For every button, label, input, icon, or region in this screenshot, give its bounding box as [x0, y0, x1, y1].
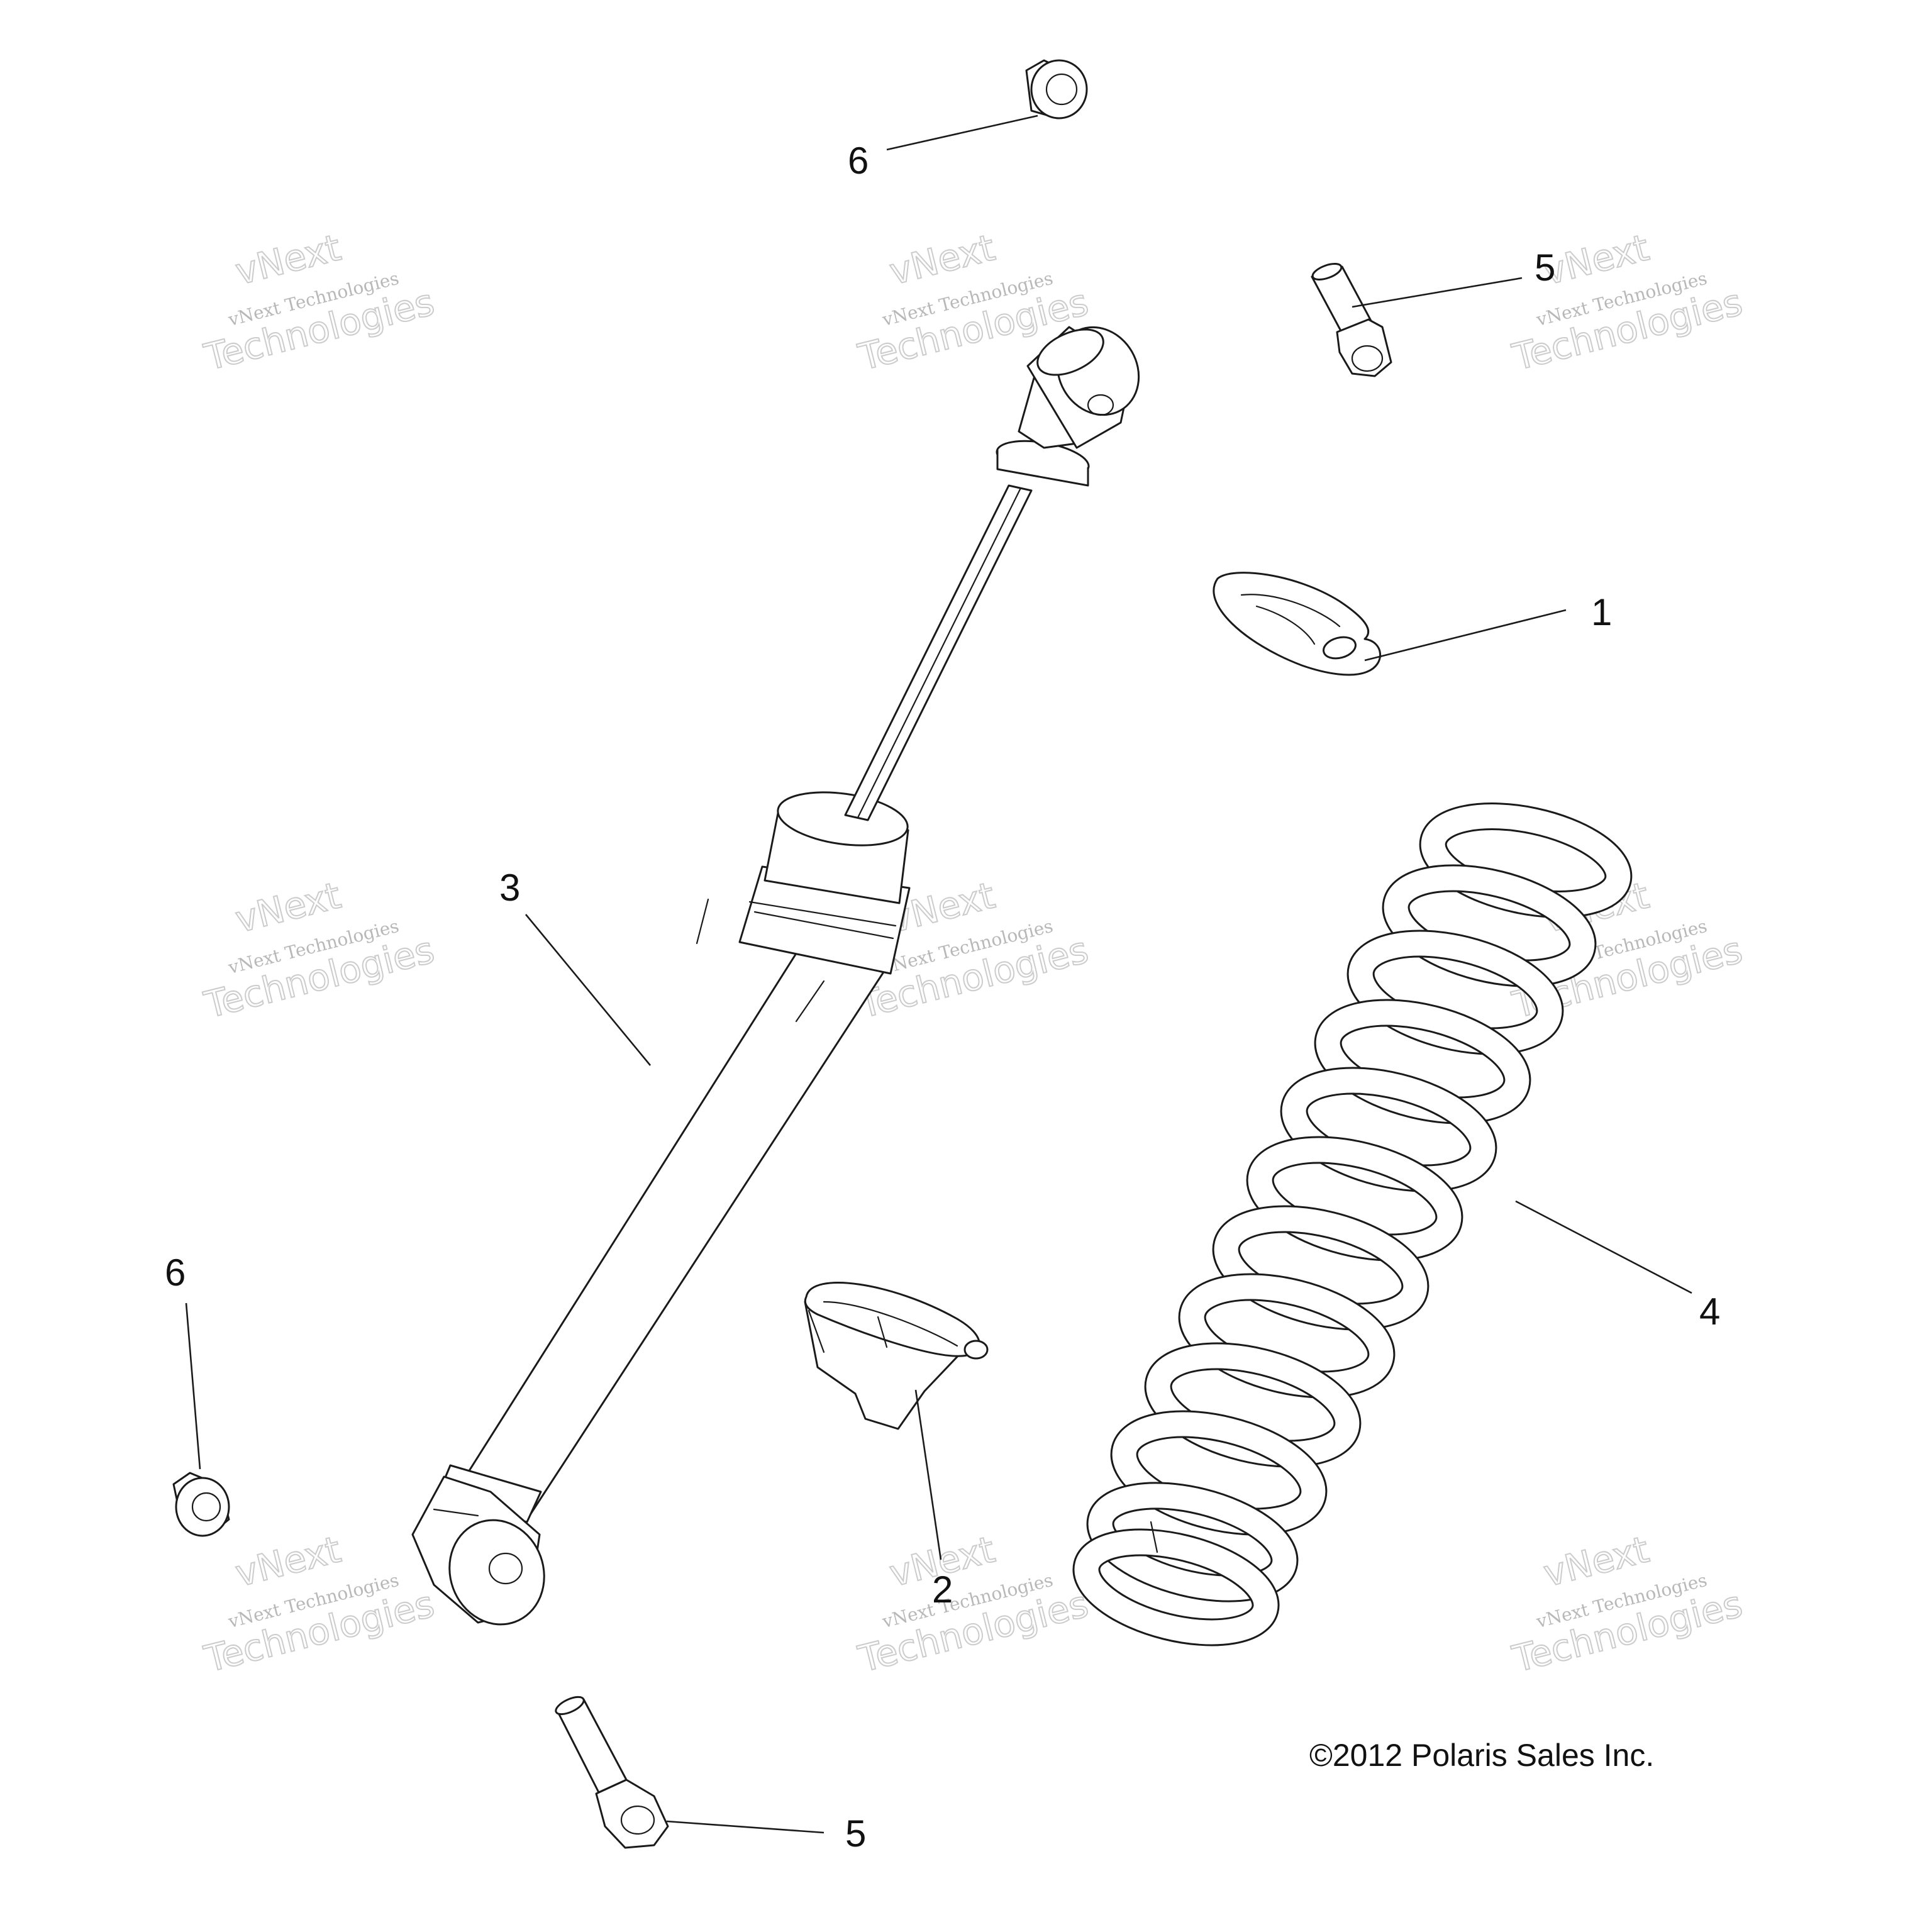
watermark-bottom-left: vNext vNext Technologies Technologies: [199, 1527, 439, 1681]
watermark-middle-left: vNext vNext Technologies Technologies: [199, 873, 439, 1027]
watermark-bottom-right: vNext vNext Technologies Technologies: [1507, 1527, 1747, 1681]
watermark-bottom-center: vNext vNext Technologies Technologies: [853, 1527, 1093, 1681]
nut-left: [172, 1472, 230, 1537]
svg-text:vNext: vNext: [1540, 226, 1653, 293]
bolt-top: [1311, 263, 1392, 377]
spring-adapter: [804, 1282, 989, 1430]
bolt-bottom: [555, 1696, 669, 1849]
shock-absorber: [411, 326, 1140, 1626]
leader-5-top: [1352, 277, 1523, 308]
svg-text:vNext: vNext: [1540, 1528, 1653, 1595]
callout-6-left: 6: [165, 1252, 186, 1294]
leader-1: [1364, 609, 1567, 662]
callout-4: 4: [1699, 1291, 1720, 1333]
leader-6-top: [886, 114, 1038, 151]
svg-text:vNext: vNext: [231, 874, 345, 941]
leader-2: [914, 1389, 942, 1560]
copyright-text: ©2012 Polaris Sales Inc.: [1309, 1738, 1654, 1773]
callout-5-bottom: 5: [845, 1813, 866, 1855]
leader-6-left: [185, 1302, 201, 1470]
callout-1: 1: [1591, 591, 1612, 633]
leader-5-bottom: [666, 1820, 824, 1834]
svg-text:vNext: vNext: [231, 1528, 345, 1595]
leader-4: [1515, 1200, 1692, 1294]
callout-3: 3: [499, 867, 520, 909]
callout-2: 2: [932, 1568, 953, 1611]
coil-spring: [1072, 802, 1633, 1646]
callout-5-top: 5: [1535, 247, 1555, 289]
callout-6-top: 6: [848, 140, 869, 182]
spring-retainer-clip: [1213, 572, 1381, 676]
svg-text:vNext: vNext: [231, 226, 345, 293]
nut-top: [1025, 59, 1088, 119]
svg-text:vNext: vNext: [886, 226, 999, 293]
watermark-top-left: vNext vNext Technologies Technologies: [199, 225, 439, 379]
watermark-top-right: vNext vNext Technologies Technologies: [1507, 225, 1747, 379]
leader-3: [525, 914, 652, 1066]
